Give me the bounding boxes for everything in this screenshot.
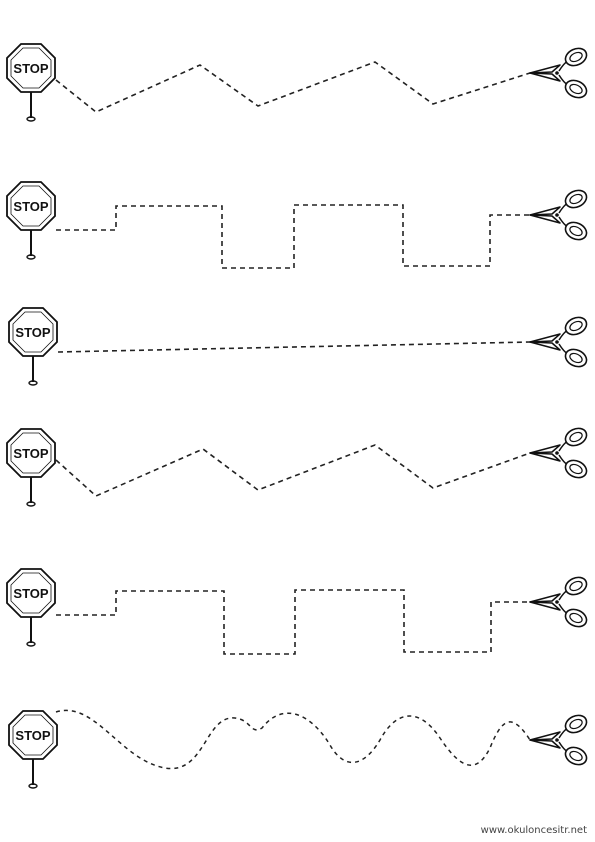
stop-sign-label: STOP — [13, 446, 48, 461]
stop-sign-icon: STOP — [8, 710, 58, 789]
scissors-icon — [529, 573, 591, 631]
stop-sign-label: STOP — [13, 61, 48, 76]
stop-sign-icon: STOP — [6, 428, 56, 507]
row-6: STOP — [8, 709, 591, 789]
dashed-path-zigzag — [55, 444, 531, 497]
stop-sign-label: STOP — [15, 728, 50, 743]
scissors-icon — [529, 424, 591, 482]
dashed-path-zigzag — [55, 61, 531, 113]
scissors-icon — [529, 44, 591, 102]
scissors-icon — [529, 186, 591, 244]
row-5: STOP — [6, 568, 591, 655]
dashed-path-square-wave — [56, 204, 530, 269]
stop-sign-icon: STOP — [6, 181, 56, 260]
dashed-path-square-wave — [56, 589, 530, 655]
stop-sign-label: STOP — [15, 325, 50, 340]
dashed-path-straight — [57, 341, 531, 353]
stop-sign-icon: STOP — [8, 307, 58, 386]
stop-sign-icon: STOP — [6, 43, 56, 122]
scissors-icon — [529, 313, 591, 371]
row-4: STOP — [6, 424, 591, 507]
dashed-path-curvy-wave — [55, 709, 531, 770]
scissors-icon — [529, 711, 591, 769]
stop-sign-label: STOP — [13, 586, 48, 601]
footer-url: www.okuloncesitr.net — [480, 825, 587, 836]
stop-sign-label: STOP — [13, 199, 48, 214]
row-3: STOP — [8, 307, 591, 386]
row-1: STOP — [6, 43, 591, 122]
stop-sign-icon: STOP — [6, 568, 56, 647]
row-2: STOP — [6, 181, 591, 269]
